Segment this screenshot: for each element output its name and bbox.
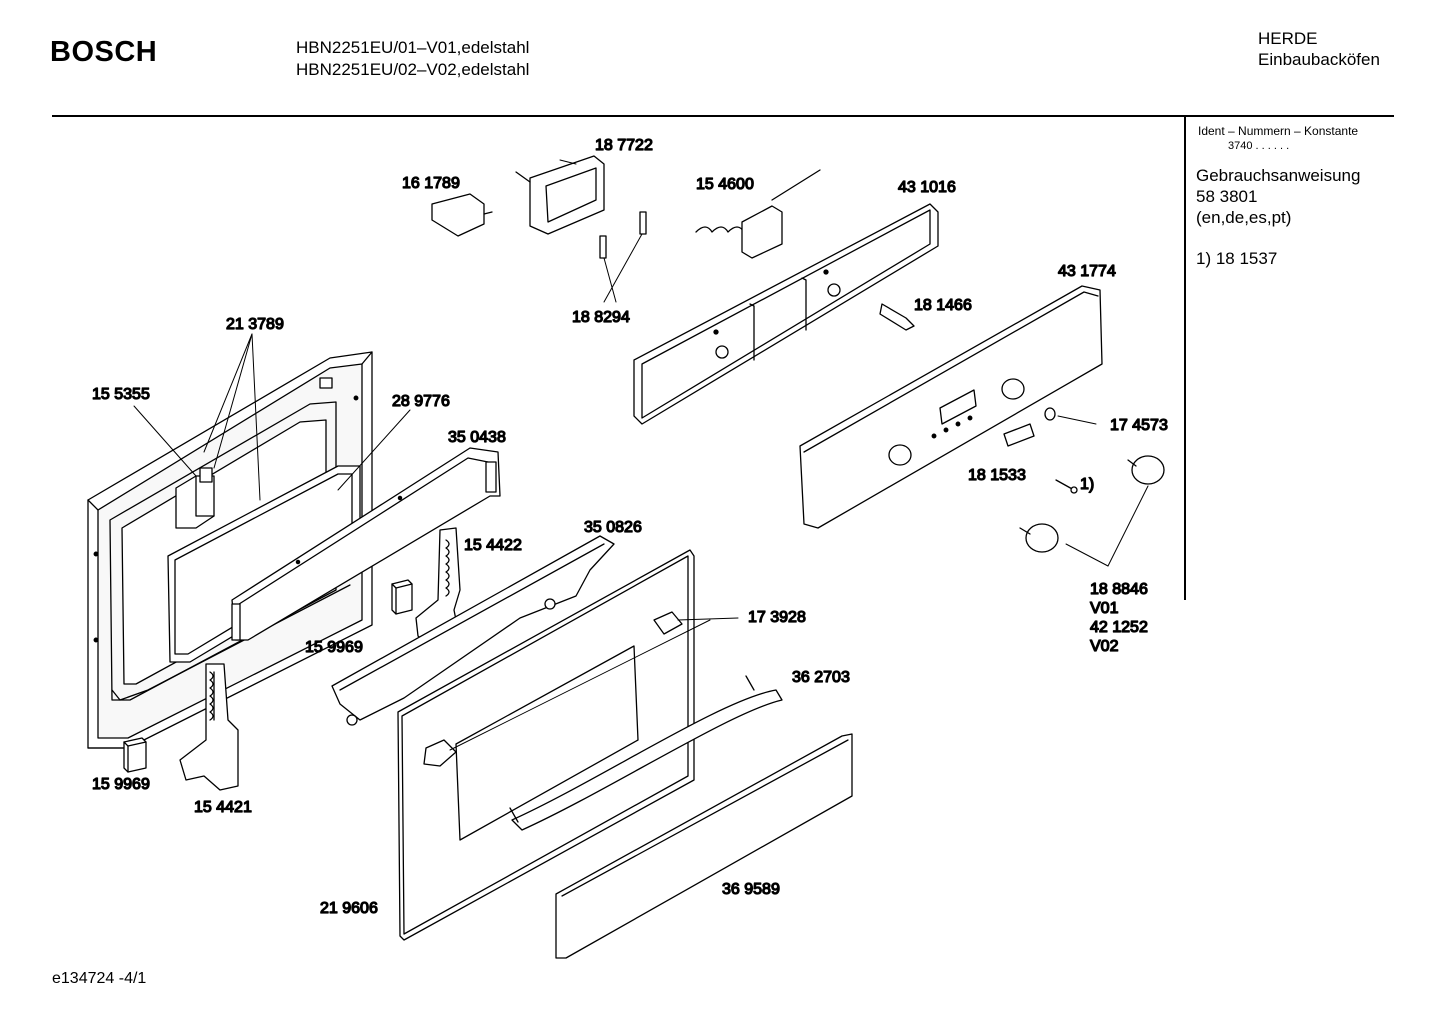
category-line-1: HERDE xyxy=(1258,29,1318,48)
drawing-code: e134724 -4/1 xyxy=(52,970,147,987)
hinge-left xyxy=(179,663,239,791)
manual-title: Gebrauchsanweisung xyxy=(1196,166,1361,185)
ident-title: Ident – Nummern – Konstante xyxy=(1198,124,1359,138)
label-350826: 35 0826 xyxy=(584,519,642,536)
label-v02: V02 xyxy=(1090,638,1119,655)
label-369589: 36 9589 xyxy=(722,881,780,898)
brand-logo: BOSCH xyxy=(50,36,158,68)
label-174573: 17 4573 xyxy=(1110,417,1168,434)
door-bracket-rail xyxy=(231,447,501,641)
push-button xyxy=(1044,407,1056,421)
header-divider xyxy=(52,115,1394,117)
label-154422: 15 4422 xyxy=(464,537,522,554)
sidebar-divider xyxy=(1184,117,1186,600)
leader-lines xyxy=(133,159,1149,751)
label-footnote-ref: 1) xyxy=(1080,476,1094,493)
model-line-2: HBN2251EU/02–V02,edelstahl xyxy=(296,60,530,79)
label-159969-middle: 15 9969 xyxy=(305,639,363,656)
label-289776: 28 9776 xyxy=(392,393,450,410)
control-knob-left xyxy=(1019,523,1059,553)
ident-value: 3740 . . . . . . xyxy=(1228,140,1290,152)
manual-languages: (en,de,es,pt) xyxy=(1196,208,1292,227)
label-188294: 18 8294 xyxy=(572,309,630,326)
label-362703: 36 2703 xyxy=(792,669,850,686)
label-188846: 18 8846 xyxy=(1090,581,1148,598)
display-cover xyxy=(1003,423,1035,447)
label-181533: 18 1533 xyxy=(968,467,1026,484)
display-module xyxy=(515,155,605,235)
label-350438: 35 0438 xyxy=(448,429,506,446)
model-line-1: HBN2251EU/01–V01,edelstahl xyxy=(296,38,530,57)
footnote: 1) 18 1537 xyxy=(1196,249,1278,268)
label-421252: 42 1252 xyxy=(1090,619,1148,636)
label-431016: 43 1016 xyxy=(898,179,956,196)
selector-switch xyxy=(431,193,493,237)
control-fascia xyxy=(799,285,1103,529)
contact-pins xyxy=(599,211,647,259)
control-panel-back xyxy=(633,203,939,425)
door-clip xyxy=(175,467,215,529)
thermostat xyxy=(695,169,821,259)
screw xyxy=(1055,479,1078,494)
door-handle xyxy=(509,675,783,831)
switch-shaft xyxy=(879,303,915,331)
label-v01: V01 xyxy=(1090,600,1119,617)
door-support-rail xyxy=(331,535,615,726)
outer-door-panel xyxy=(397,549,695,941)
category-line-2: Einbaubacköfen xyxy=(1258,50,1380,69)
label-154421: 15 4421 xyxy=(194,799,252,816)
label-173928: 17 3928 xyxy=(748,609,806,626)
label-431774: 43 1774 xyxy=(1058,263,1116,280)
spacer-block-left xyxy=(123,737,147,773)
label-187722: 18 7722 xyxy=(595,137,653,154)
spacer-block-middle xyxy=(391,579,413,615)
label-159969-left: 15 9969 xyxy=(92,776,150,793)
label-219606: 21 9606 xyxy=(320,900,378,917)
label-155355: 15 5355 xyxy=(92,386,150,403)
bottom-trim-panel xyxy=(555,733,853,959)
label-161789: 16 1789 xyxy=(402,175,460,192)
label-154600: 15 4600 xyxy=(696,176,754,193)
control-knob-right xyxy=(1127,455,1165,485)
label-213789: 21 3789 xyxy=(226,316,284,333)
manual-number: 58 3801 xyxy=(1196,187,1258,206)
label-181466: 18 1466 xyxy=(914,297,972,314)
